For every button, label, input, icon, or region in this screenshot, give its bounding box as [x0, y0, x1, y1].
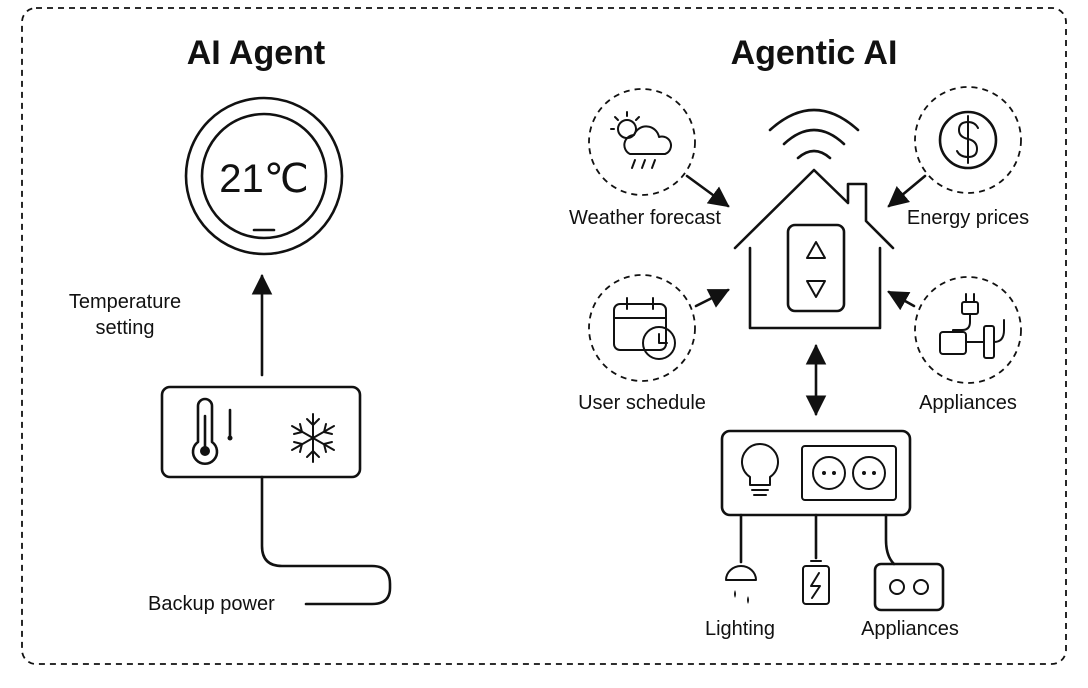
energy-prices-label: Energy prices	[907, 207, 1029, 229]
calendar-clock-icon	[613, 297, 676, 360]
connector-appliances	[884, 513, 896, 566]
ceiling-lamp-icon	[725, 565, 757, 604]
outer-dashed-frame	[21, 7, 1067, 665]
power-cable-icon	[260, 475, 392, 606]
hub-box	[720, 429, 912, 517]
thermostat-temperature: 21℃	[219, 157, 308, 201]
temperature-setting-label-line1: Temperature	[69, 291, 181, 313]
outlet-icon	[801, 445, 897, 501]
appliances-input-label: Appliances	[919, 392, 1017, 414]
right-panel-agentic-ai: Agentic AI Weather	[569, 34, 1029, 640]
smart-home-icon	[733, 168, 895, 330]
energy-bubble	[914, 86, 1022, 194]
appliances-bubble	[914, 276, 1022, 384]
thermostat-display-icon	[184, 96, 344, 256]
left-title: AI Agent	[187, 34, 326, 72]
left-panel-ai-agent: AI Agent 21℃ Temperature setting	[69, 34, 392, 615]
user-schedule-label: User schedule	[578, 392, 706, 414]
arrow-energy-to-house	[887, 174, 927, 208]
right-title: Agentic AI	[731, 34, 898, 72]
control-unit-box	[160, 385, 362, 479]
temperature-setting-label-line2: setting	[96, 317, 155, 339]
arrow-appliances-to-house	[887, 290, 916, 311]
lightbulb-icon	[741, 443, 779, 496]
appliance-outlet-icon	[873, 562, 945, 612]
arrow-schedule-to-house	[694, 288, 730, 308]
weather-bubble	[588, 88, 696, 196]
weather-icon	[610, 111, 672, 169]
arrow-weather-to-house	[685, 174, 730, 208]
battery-icon	[802, 560, 830, 605]
dollar-icon	[938, 110, 998, 170]
appliances-device-label: Appliances	[861, 618, 959, 640]
weather-forecast-label: Weather forecast	[569, 207, 721, 229]
schedule-bubble	[588, 274, 696, 382]
backup-power-label: Backup power	[148, 593, 275, 615]
snowflake-icon	[291, 413, 335, 463]
wifi-icon	[768, 108, 860, 160]
lighting-label: Lighting	[705, 618, 775, 640]
thermometer-icon	[191, 397, 233, 465]
plug-icon	[939, 293, 1005, 359]
